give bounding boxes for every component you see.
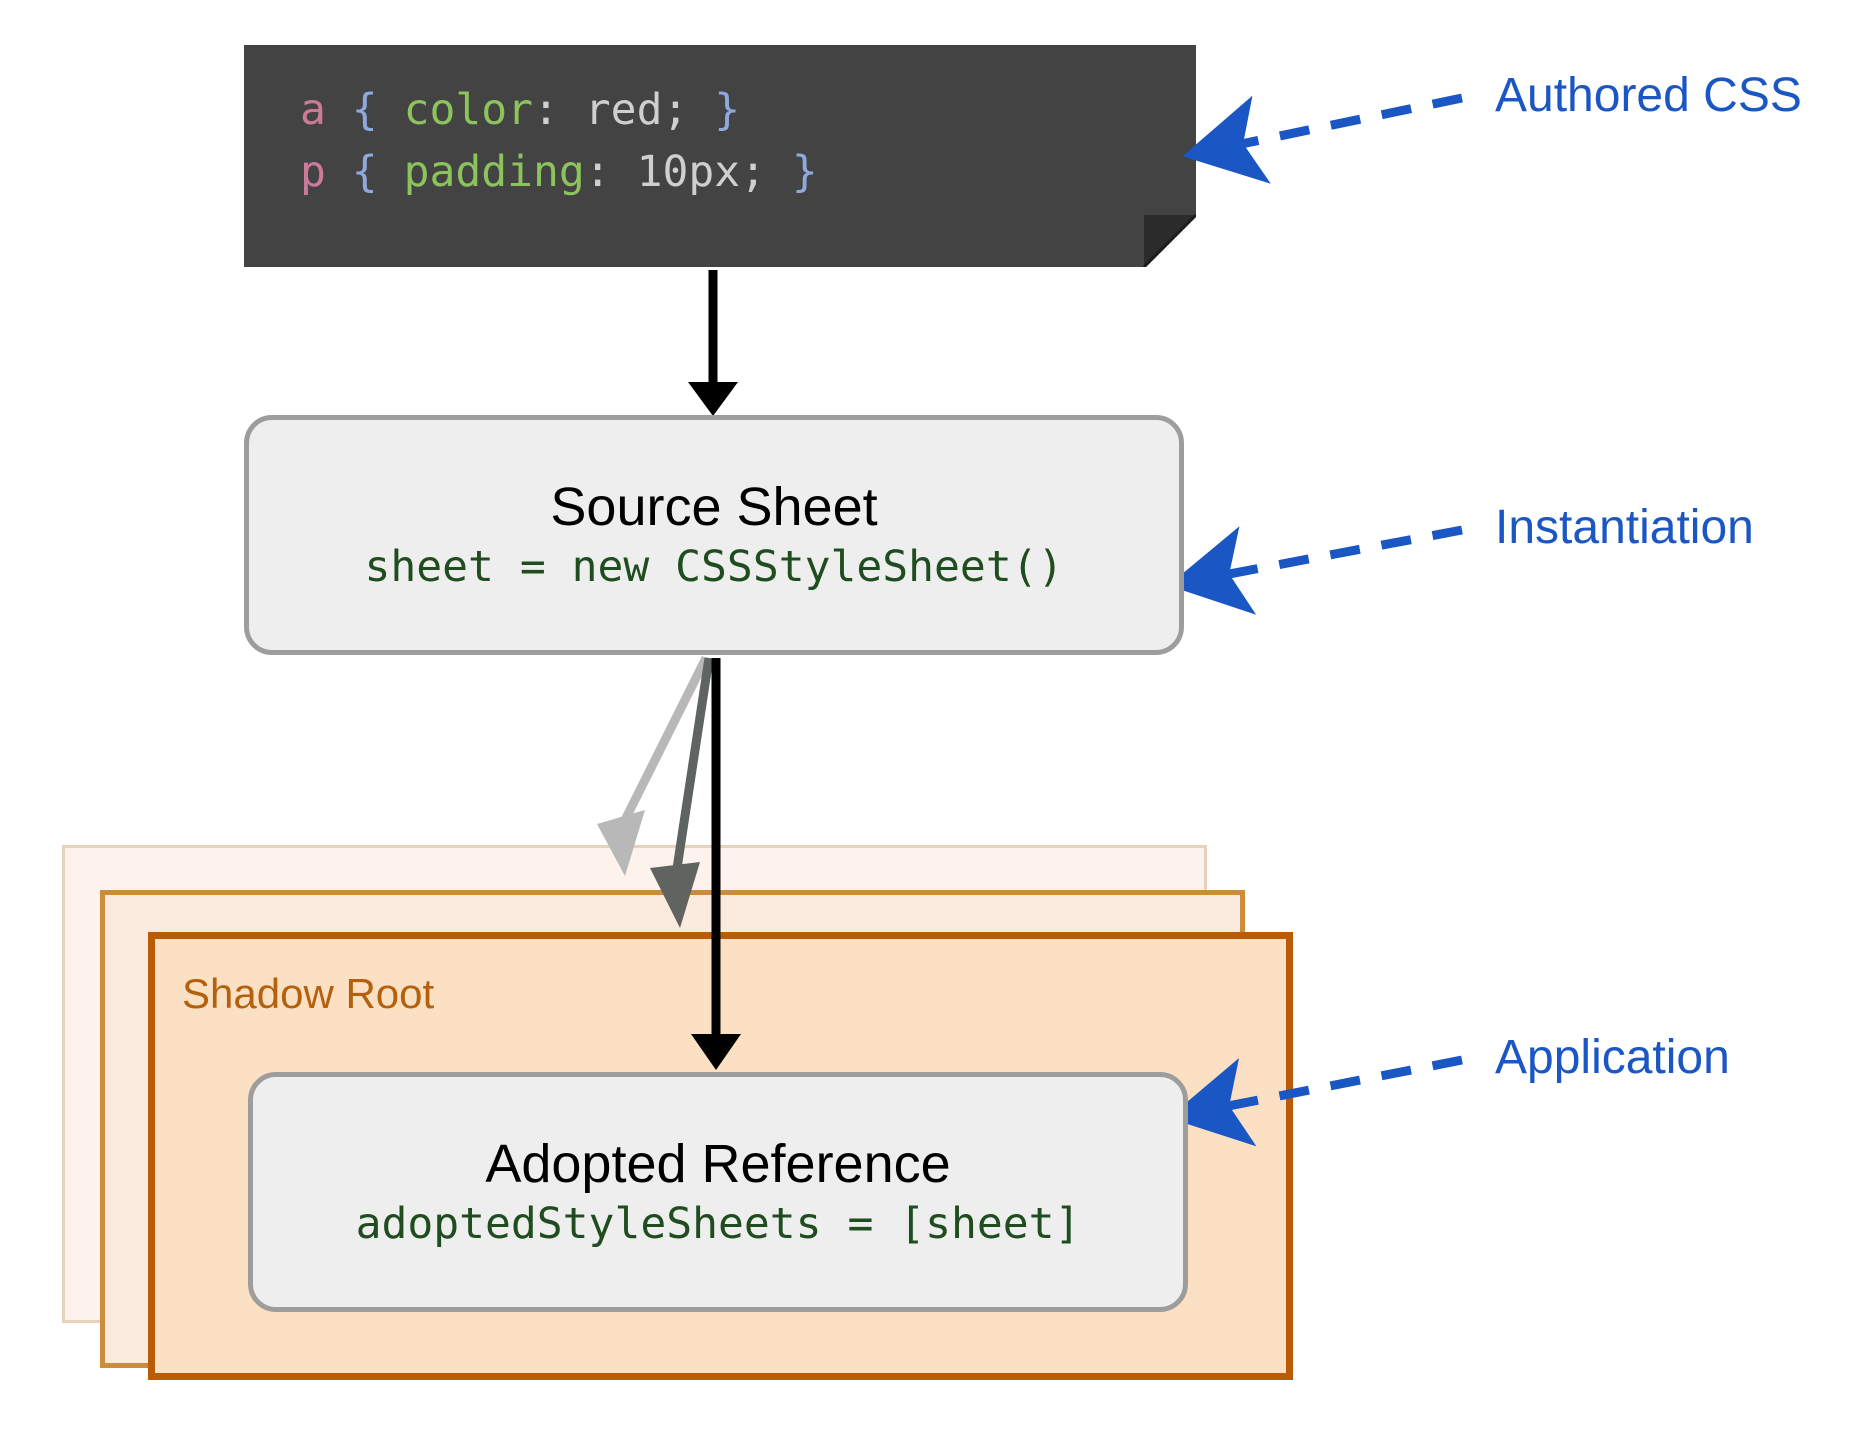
code-brace-open-2: { bbox=[351, 147, 378, 197]
node-adopted-reference-title: Adopted Reference bbox=[485, 1134, 951, 1194]
annotation-arrow-instantiation bbox=[1168, 525, 1463, 615]
node-source-sheet-code: sheet = new CSSStyleSheet() bbox=[364, 541, 1064, 592]
code-colon-1: : bbox=[533, 85, 585, 135]
node-source-sheet: Source Sheet sheet = new CSSStyleSheet() bbox=[244, 415, 1184, 655]
code-note-text: a { color: red; } p { padding: 10px; } bbox=[300, 79, 818, 203]
code-value-1: red; bbox=[584, 85, 689, 135]
node-source-sheet-title: Source Sheet bbox=[550, 477, 878, 537]
authored-css-code-note: a { color: red; } p { padding: 10px; } bbox=[244, 45, 1196, 267]
code-selector-1: a bbox=[300, 85, 326, 135]
code-property-1: color bbox=[403, 85, 534, 135]
node-adopted-reference-code: adoptedStyleSheets = [sheet] bbox=[355, 1198, 1081, 1249]
code-brace-close-2: } bbox=[791, 147, 818, 197]
code-property-2: padding bbox=[403, 147, 585, 197]
annotation-arrow-authored-css bbox=[1182, 93, 1463, 184]
node-adopted-reference: Adopted Reference adoptedStyleSheets = [… bbox=[248, 1072, 1188, 1312]
code-brace-close-1: } bbox=[714, 85, 741, 135]
annotation-label-instantiation: Instantiation bbox=[1495, 501, 1754, 554]
code-colon-2: : bbox=[584, 147, 637, 197]
code-brace-open-1: { bbox=[351, 85, 378, 135]
arrow-source-sheet-to-back-root bbox=[597, 655, 711, 876]
code-value-2: 10px; bbox=[636, 147, 767, 197]
arrow-css-to-source-sheet bbox=[688, 270, 738, 416]
annotation-label-authored-css: Authored CSS bbox=[1495, 69, 1802, 122]
code-note-shape bbox=[244, 45, 1196, 267]
shadow-root-label: Shadow Root bbox=[182, 970, 435, 1017]
code-selector-2: p bbox=[300, 147, 326, 197]
annotation-label-application: Application bbox=[1495, 1031, 1730, 1084]
